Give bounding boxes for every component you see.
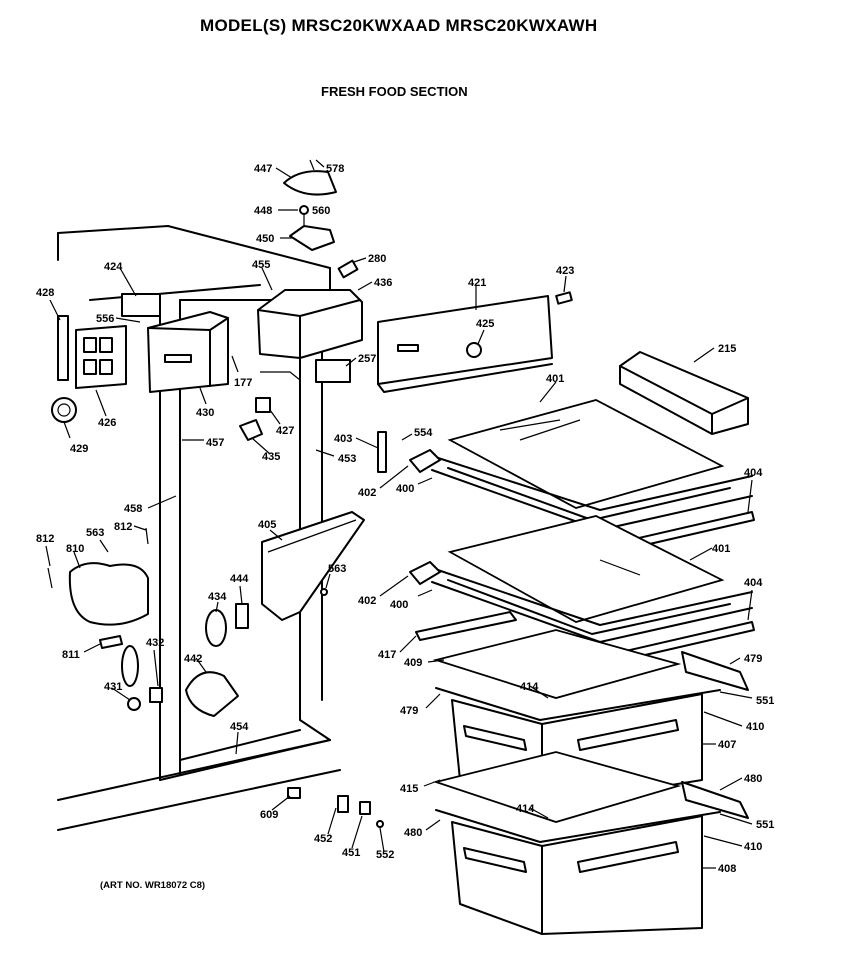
part-label-423: 423 [556, 265, 574, 277]
part-label-479-left: 479 [400, 705, 418, 717]
part-label-448: 448 [254, 205, 272, 217]
part-label-432: 432 [146, 637, 164, 649]
part-label-401-upper: 401 [546, 373, 564, 385]
part-label-811: 811 [62, 649, 80, 661]
part-label-480-right: 480 [744, 773, 762, 785]
part-label-435: 435 [262, 451, 280, 463]
leader-lines [45, 159, 753, 869]
part-label-458: 458 [124, 503, 142, 515]
part-label-434: 434 [208, 591, 227, 603]
part-label-408: 408 [718, 863, 736, 875]
part-label-404-lower: 404 [744, 577, 763, 589]
part-label-436: 436 [374, 277, 392, 289]
part-label-402-upper: 402 [358, 487, 376, 499]
part-label-444: 444 [230, 573, 249, 585]
part-label-551-upper: 551 [756, 695, 774, 707]
page-title: MODEL(S) MRSC20KWXAAD MRSC20KWXAWH [200, 16, 598, 35]
part-label-427: 427 [276, 425, 294, 437]
part-label-452: 452 [314, 833, 332, 845]
part-label-402-lower: 402 [358, 595, 376, 607]
part-label-410-lower: 410 [744, 841, 762, 853]
part-label-454: 454 [230, 721, 249, 733]
part-label-421: 421 [468, 277, 486, 289]
part-label-563-right: 563 [328, 563, 346, 575]
part-label-424: 424 [104, 261, 123, 273]
part-label-405: 405 [258, 519, 276, 531]
art-number: (ART NO. WR18072 C8) [100, 880, 206, 891]
part-label-554: 554 [414, 427, 433, 439]
part-label-451: 451 [342, 847, 360, 859]
part-label-609: 609 [260, 809, 278, 821]
part-label-453: 453 [338, 453, 356, 465]
door-bin [619, 351, 749, 435]
part-label-578: 578 [326, 163, 344, 175]
part-label-404-upper: 404 [744, 467, 763, 479]
part-label-409: 409 [404, 657, 422, 669]
part-label-455: 455 [252, 259, 270, 271]
part-label-450: 450 [256, 233, 274, 245]
part-label-177: 177 [234, 377, 252, 389]
center-components [47, 511, 384, 828]
part-label-414-upper: 414 [520, 681, 539, 693]
part-label-280: 280 [368, 253, 386, 265]
part-label-442: 442 [184, 653, 202, 665]
section-title: FRESH FOOD SECTION [321, 84, 468, 99]
part-label-400-lower: 400 [390, 599, 408, 611]
part-label-430: 430 [196, 407, 214, 419]
part-label-480-left: 480 [404, 827, 422, 839]
crisper-lower [432, 751, 749, 935]
part-label-400-upper: 400 [396, 483, 414, 495]
part-label-257: 257 [358, 353, 376, 365]
part-label-428: 428 [36, 287, 54, 299]
part-label-812-right: 812 [114, 521, 132, 533]
part-label-552: 552 [376, 849, 394, 861]
part-label-551-lower: 551 [756, 819, 774, 831]
part-label-401-lower: 401 [712, 543, 730, 555]
shelf-rail [377, 431, 387, 473]
part-label-429: 429 [70, 443, 88, 455]
part-label-560: 560 [312, 205, 330, 217]
part-label-403: 403 [334, 433, 352, 445]
part-label-425: 425 [476, 318, 494, 330]
part-label-415: 415 [400, 783, 418, 795]
part-label-457: 457 [206, 437, 224, 449]
left-components [51, 293, 301, 441]
part-label-563-left: 563 [86, 527, 104, 539]
part-label-431: 431 [104, 681, 122, 693]
light-socket-bracket [289, 205, 359, 279]
part-labels: 447 578 448 560 450 280 424 455 436 421 … [36, 163, 774, 875]
control-housing [147, 289, 573, 393]
part-label-410-upper: 410 [746, 721, 764, 733]
part-label-215: 215 [718, 343, 736, 355]
part-label-426: 426 [98, 417, 116, 429]
part-label-556: 556 [96, 313, 114, 325]
part-label-447: 447 [254, 163, 272, 175]
part-label-417: 417 [378, 649, 396, 661]
light-shield [283, 159, 337, 196]
part-label-810: 810 [66, 543, 84, 555]
part-label-407: 407 [718, 739, 736, 751]
part-label-479-right: 479 [744, 653, 762, 665]
part-label-414-lower: 414 [516, 803, 535, 815]
part-label-812-left: 812 [36, 533, 54, 545]
